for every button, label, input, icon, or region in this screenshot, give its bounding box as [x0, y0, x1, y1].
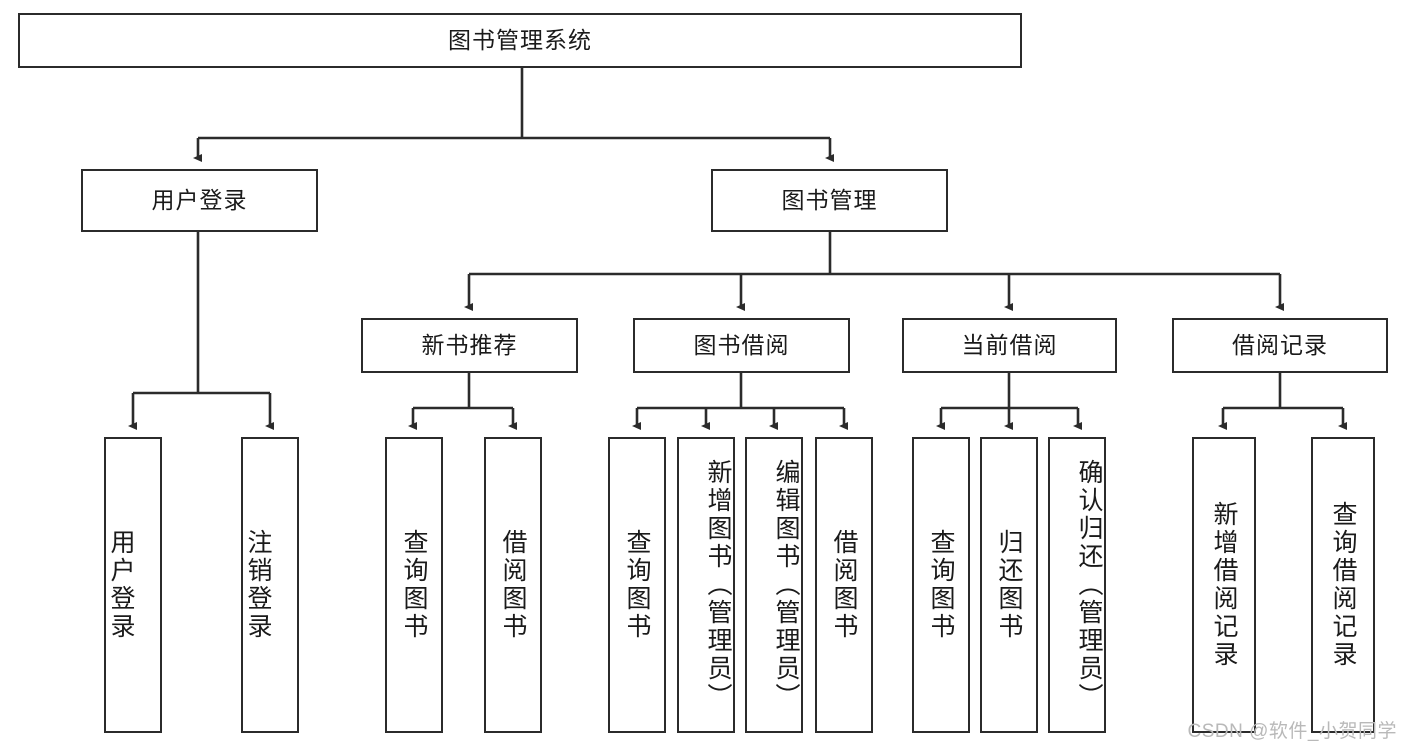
leaf-borrow-add-book-admin-label: 新增图书（管理员）	[704, 459, 732, 711]
node-borrow-record[interactable]: 借阅记录	[1172, 318, 1388, 373]
node-book-borrow-label: 图书借阅	[693, 331, 790, 358]
leaf-current-return-book[interactable]: 归还图书	[980, 437, 1038, 733]
leaf-user-login-logout[interactable]: 注销登录	[241, 437, 299, 733]
watermark: CSDN @软件_小贺同学	[1187, 721, 1397, 742]
node-new-book-recommend-label: 新书推荐	[421, 331, 518, 358]
leaf-user-login-logout-label: 注销登录	[244, 529, 272, 641]
leaf-record-add-record-label: 新增借阅记录	[1210, 501, 1238, 669]
node-book-management[interactable]: 图书管理	[711, 169, 948, 232]
leaf-borrow-edit-book-admin-label: 编辑图书（管理员）	[772, 459, 800, 711]
node-borrow-record-label: 借阅记录	[1232, 331, 1328, 358]
node-new-book-recommend[interactable]: 新书推荐	[361, 318, 578, 373]
leaf-user-login-login-label: 用户登录	[107, 529, 135, 641]
node-current-borrow-label: 当前借阅	[961, 331, 1058, 358]
node-root-label: 图书管理系统	[448, 26, 592, 53]
leaf-new-book-query-label: 查询图书	[400, 529, 428, 641]
leaf-record-query-record-label: 查询借阅记录	[1329, 501, 1357, 669]
leaf-current-confirm-return-admin[interactable]: 确认归还（管理员）	[1048, 437, 1106, 733]
leaf-borrow-edit-book-admin[interactable]: 编辑图书（管理员）	[745, 437, 803, 733]
leaf-borrow-query-book[interactable]: 查询图书	[608, 437, 666, 733]
node-book-borrow[interactable]: 图书借阅	[633, 318, 850, 373]
leaf-borrow-add-book-admin[interactable]: 新增图书（管理员）	[677, 437, 735, 733]
leaf-current-query-book-label: 查询图书	[927, 529, 955, 641]
node-user-login-label: 用户登录	[151, 186, 248, 213]
leaf-new-book-borrow-label: 借阅图书	[499, 529, 527, 641]
leaf-borrow-query-book-label: 查询图书	[623, 529, 651, 641]
leaf-current-query-book[interactable]: 查询图书	[912, 437, 970, 733]
leaf-borrow-borrow-book-label: 借阅图书	[830, 529, 858, 641]
leaf-current-return-book-label: 归还图书	[995, 529, 1023, 641]
node-book-management-label: 图书管理	[781, 186, 878, 213]
node-user-login[interactable]: 用户登录	[81, 169, 318, 232]
leaf-new-book-query[interactable]: 查询图书	[385, 437, 443, 733]
leaf-user-login-login[interactable]: 用户登录	[104, 437, 162, 733]
leaf-borrow-borrow-book[interactable]: 借阅图书	[815, 437, 873, 733]
leaf-record-query-record[interactable]: 查询借阅记录	[1311, 437, 1375, 733]
leaf-new-book-borrow[interactable]: 借阅图书	[484, 437, 542, 733]
leaf-current-confirm-return-admin-label: 确认归还（管理员）	[1075, 459, 1103, 711]
node-current-borrow[interactable]: 当前借阅	[902, 318, 1117, 373]
leaf-record-add-record[interactable]: 新增借阅记录	[1192, 437, 1256, 733]
node-root[interactable]: 图书管理系统	[18, 13, 1022, 68]
